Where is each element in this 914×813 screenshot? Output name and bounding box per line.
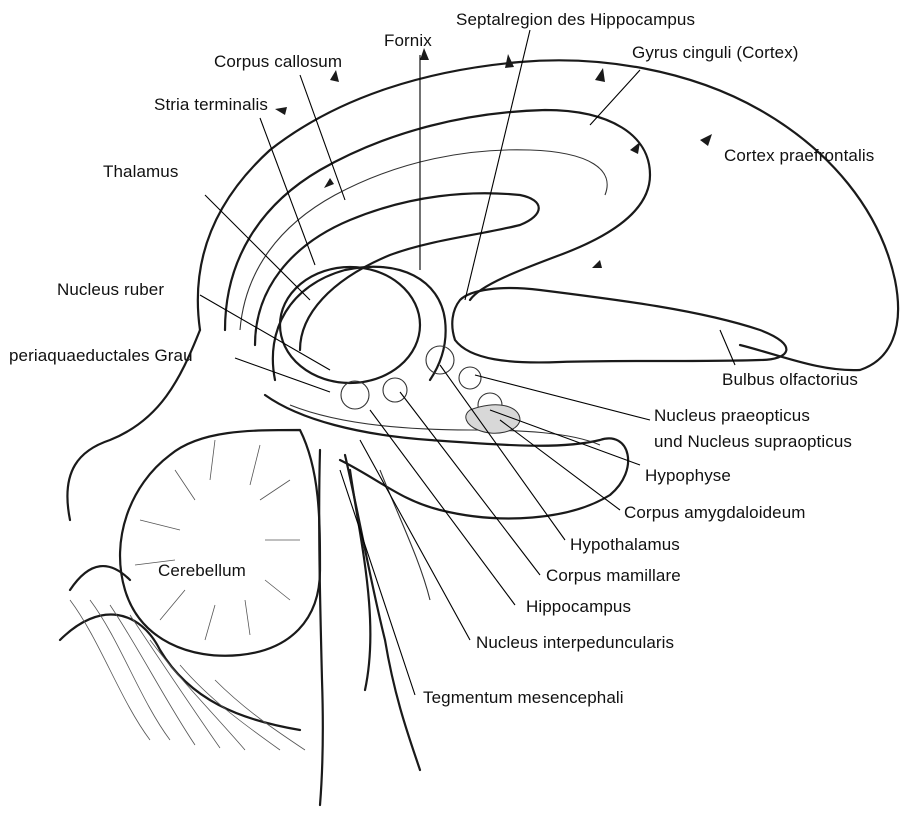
leader-tegmentum [340, 470, 415, 695]
label-cortex-praefrontalis: Cortex praefrontalis [724, 146, 874, 166]
leader-callosum [300, 75, 345, 200]
nucleus-circle-4 [459, 367, 481, 389]
label-hypophyse: Hypophyse [645, 466, 731, 486]
frontal-lobe [452, 288, 786, 362]
leader-hypophyse [490, 410, 640, 465]
label-fornix: Fornix [384, 31, 432, 51]
nucleus-circle-1 [341, 381, 369, 409]
leader-septal [465, 30, 530, 300]
label-corpus-amygdaloideum: Corpus amygdaloideum [624, 503, 806, 523]
corpus-callosum-shape [255, 193, 539, 350]
label-hippocampus: Hippocampus [526, 597, 631, 617]
label-periaquaeductales-grau: periaquaeductales Grau [9, 346, 193, 366]
label-thalamus: Thalamus [103, 162, 178, 182]
label-stria-terminalis: Stria terminalis [154, 95, 268, 115]
label-nucleus-supraopticus: und Nucleus supraopticus [654, 432, 852, 452]
label-nucleus-praeopticus: Nucleus praeopticus [654, 406, 810, 426]
leader-ruber [200, 295, 330, 370]
label-hypothalamus: Hypothalamus [570, 535, 680, 555]
label-nucleus-interpeduncularis: Nucleus interpeduncularis [476, 633, 674, 653]
cortex-outline [198, 60, 898, 370]
label-cerebellum: Cerebellum [158, 561, 246, 581]
label-nucleus-ruber: Nucleus ruber [57, 280, 164, 300]
label-gyrus-cinguli: Gyrus cinguli (Cortex) [632, 43, 799, 63]
leader-stria [260, 118, 315, 265]
cerebellum-folia [135, 440, 300, 640]
label-bulbus-olfactorius: Bulbus olfactorius [722, 370, 858, 390]
brainstem [319, 450, 323, 805]
leader-amygdala [500, 420, 620, 510]
label-septalregion: Septalregion des Hippocampus [456, 10, 695, 30]
label-corpus-callosum: Corpus callosum [214, 52, 342, 72]
pons [350, 470, 370, 690]
cerebellum-outline [120, 430, 320, 656]
brainstem-front [345, 455, 420, 770]
label-tegmentum-mesencephali: Tegmentum mesencephali [423, 688, 624, 708]
sulcus-line [240, 150, 607, 330]
thalamus-shape [280, 267, 420, 383]
cerebellum-hatch [70, 600, 305, 750]
nucleus-circle-2 [383, 378, 407, 402]
label-corpus-mamillare: Corpus mamillare [546, 566, 681, 586]
